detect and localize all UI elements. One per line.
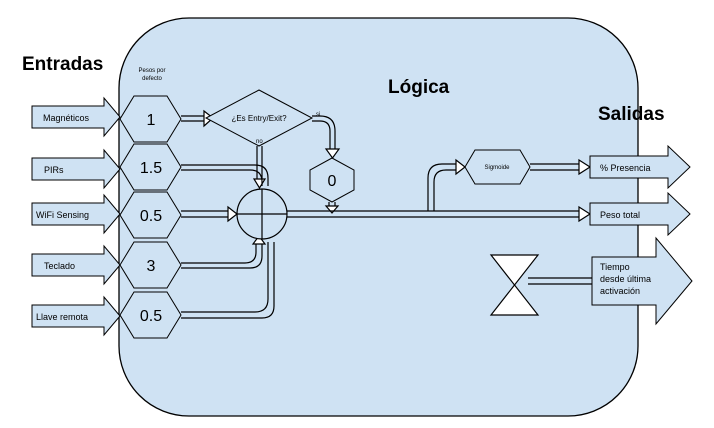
sigmoid-block: Sigmoide [464,149,531,185]
timer-hourglass-icon [489,254,540,316]
decision-label: ¿Es Entry/Exit? [231,114,287,123]
arrow-wifi-to-sum [181,205,238,223]
output-label-line2: desde última [600,274,651,284]
weights-header-line1: Pesos por [138,68,165,74]
sigmoid-label: Sigmoide [484,165,510,171]
output-label-line3: activación [600,286,640,296]
input-label: Teclado [44,261,75,271]
decision-no-label: no [256,139,263,145]
output-label: % Presencia [600,163,651,173]
input-label: Magnéticos [43,113,90,123]
output-arrow-tiempo: Tiempo desde última activación [591,236,693,326]
arrow-yes-to-zero [312,115,341,160]
weight-hexagon-teclado: 3 [119,241,182,289]
logic-title: Lógica [388,77,450,98]
input-label: WiFi Sensing [36,210,89,220]
decision-diamond: ¿Es Entry/Exit? si no [204,89,320,147]
weight-value: 0.5 [140,308,162,325]
arrow-zero-to-line [324,202,340,214]
weight-value: 3 [147,258,156,275]
output-arrow-peso-total: Peso total [589,191,691,237]
weight-value: 1 [147,112,156,129]
input-label: Llave remota [36,312,88,322]
outputs-title: Salidas [598,104,665,125]
arrow-timer-to-output [528,277,592,285]
weight-value: 1.5 [140,160,162,177]
decision-yes-label: si [316,112,320,118]
arrow-llave-to-sum [181,242,275,319]
output-label-line1: Tiempo [600,262,630,272]
input-arrow-teclado: Teclado [31,244,121,286]
arrow-sigmoid-to-output [530,158,592,176]
zero-hexagon: 0 [309,157,355,203]
summing-node [236,188,288,240]
output-label: Peso total [600,210,640,220]
arrow-pirs-to-sum [181,164,269,186]
input-label: PIRs [44,165,64,175]
input-arrow-llave-remota: Llave remota [31,295,121,337]
input-arrow-magneticos: Magnéticos [31,96,121,138]
weight-hexagon-wifi-sensing: 0.5 [119,191,182,239]
input-arrow-pirs: PIRs [31,148,121,190]
weights-header-line2: defecto [142,76,162,82]
input-arrow-wifi-sensing: WiFi Sensing [31,193,121,235]
arrow-teclado-to-sum [181,235,267,269]
weight-hexagon-magneticos: 1 [119,95,182,143]
arrow-to-sigmoid [427,158,466,211]
zero-value: 0 [328,173,337,190]
output-arrow-presencia: % Presencia [589,144,691,190]
inputs-title: Entradas [22,54,103,75]
weight-hexagon-pirs: 1.5 [119,143,182,191]
weight-hexagon-llave-remota: 0.5 [119,291,182,339]
weight-value: 0.5 [140,208,162,225]
